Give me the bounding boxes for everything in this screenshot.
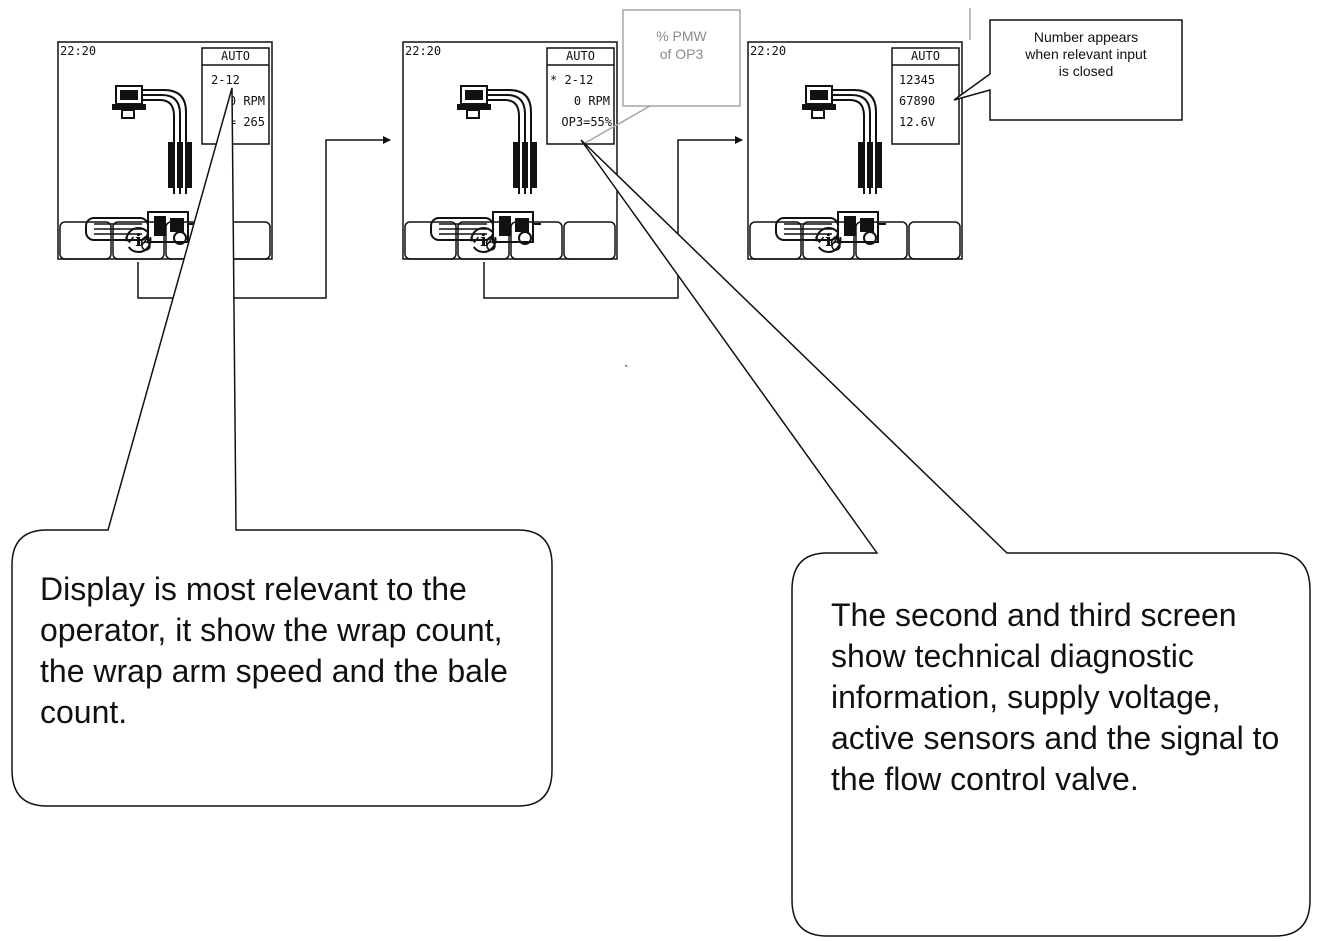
screen-2-softkey-4[interactable] [563,221,616,260]
flow-arrow-screen-1-to-2 [137,136,391,299]
stray-mark: ` [624,362,629,378]
flow-arrow-screen-2-to-3 [483,136,743,299]
screen-2-clock: 22:20 [405,44,441,58]
screen-2-softkey-2[interactable] [457,221,510,260]
screen-3-softkey-2[interactable] [802,221,855,260]
diagnostic-callout-bubble [580,139,1311,937]
screen-2-softkey-1[interactable] [404,221,457,260]
screen-3-line-1: 12345 [899,73,935,87]
screen-1-softkey-1[interactable] [59,221,112,260]
screen-3-line-3: 12.6V [899,115,935,129]
pmw-note-box [622,9,741,107]
operator-callout-text: Display is most relevant to the operator… [40,571,508,730]
screen-3-mode: AUTO [911,49,940,63]
screen-1-clock: 22:20 [60,44,96,58]
pmw-note-pointer [584,105,651,144]
screen-3: 22:20 AUTO 12345 67890 12.6V [747,41,963,260]
screen-1: 22:20 AUTO 2-12 0 RPM A= 265 [57,41,273,260]
screen-3-softkey-4[interactable] [908,221,961,260]
screen-3-softkey-3[interactable] [855,221,908,260]
screen-3-line-2: 67890 [899,94,935,108]
screen-1-line-2: 0 RPM [229,94,265,108]
screen-2-line-3: OP3=55% [561,115,612,129]
input-note-callout [953,19,1183,121]
screen-1-mode: AUTO [221,49,250,63]
screen-2-line-1: * 2-12 [550,73,593,87]
screen-2-softkey-3[interactable] [510,221,563,260]
operator-callout-bubble [11,87,553,807]
diagnostic-callout-text: The second and third screen show technic… [831,597,1280,797]
screen-3-softkey-1[interactable] [749,221,802,260]
pmw-note-text: % PMW of OP3 [656,28,707,62]
screen-2: 22:20 AUTO * 2-12 0 RPM OP3=55% [402,41,618,260]
screen-1-line-1: 2-12 [211,73,240,87]
screen-3-clock: 22:20 [750,44,786,58]
screen-2-mode: AUTO [566,49,595,63]
screen-2-info-box [546,47,615,145]
screen-1-softkey-2[interactable] [112,221,165,260]
input-note-text: Number appears when relevant input is cl… [1025,29,1147,79]
screen-2-line-2: 0 RPM [574,94,610,108]
screen-1-info-box [201,47,270,145]
